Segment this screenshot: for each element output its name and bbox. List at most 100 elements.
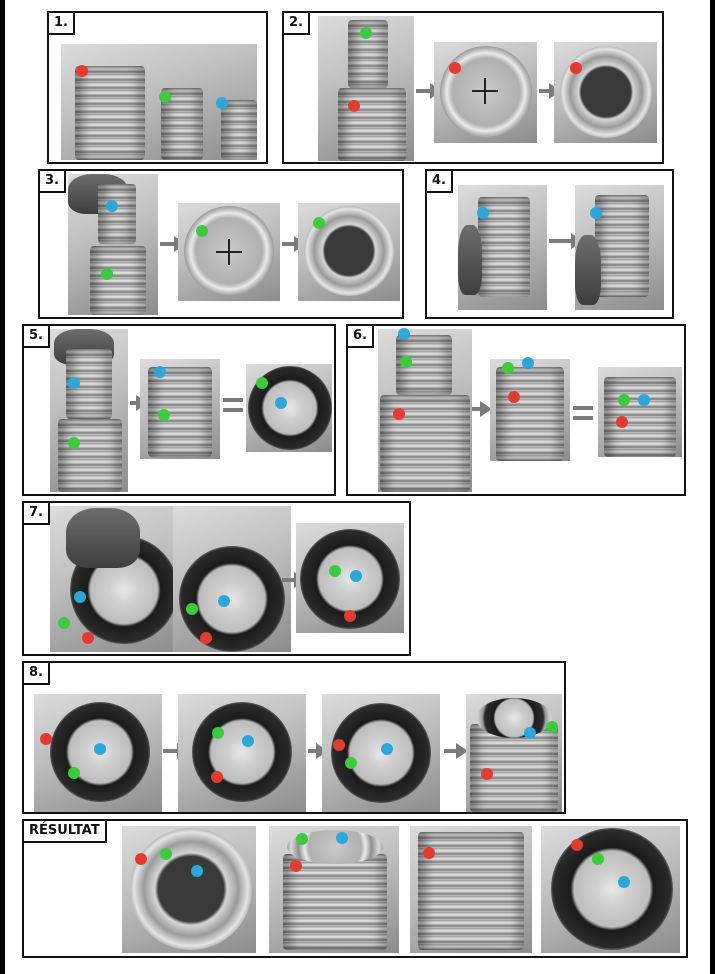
arrow-right-icon [472, 401, 492, 417]
marker-green [618, 394, 630, 406]
marker-green [159, 91, 171, 103]
burner-top-view [551, 828, 673, 950]
stove-side-view [418, 832, 524, 950]
small-can [221, 100, 257, 160]
marker-blue [590, 207, 602, 219]
marker-green [345, 757, 357, 769]
step-label: 1. [49, 13, 75, 35]
step-4-photo-holes [575, 185, 664, 310]
marker-green [160, 848, 172, 860]
step-label: 8. [24, 663, 50, 685]
marker-green [196, 225, 208, 237]
result-label: RÉSULTAT [24, 821, 107, 843]
step-5-photo-result [140, 359, 220, 459]
step-1-panel: 1. [47, 11, 268, 164]
marker-green [592, 853, 604, 865]
step-3-photo-lid [178, 203, 280, 301]
arrow-right-icon [130, 395, 148, 411]
step-6-panel: 6. [346, 324, 686, 496]
marker-blue [94, 743, 106, 755]
step-4-panel: 4. [425, 169, 674, 319]
marker-green [502, 362, 514, 374]
marker-red [508, 391, 520, 403]
step-8-panel: 8. [22, 661, 566, 814]
step-6-photo-result [490, 359, 570, 461]
result-photo-angle [269, 826, 399, 953]
result-photo-burner [541, 826, 680, 953]
marker-blue [477, 207, 489, 219]
arrow-right-icon [160, 236, 186, 252]
step-label: 6. [348, 326, 374, 348]
marker-red [76, 65, 88, 77]
step-5-photo-insert [50, 329, 128, 492]
marker-green [158, 409, 170, 421]
marker-red [449, 62, 461, 74]
marker-blue [68, 377, 80, 389]
small-can [98, 184, 136, 244]
page-edge-right [710, 0, 715, 974]
step-6-photo-top [598, 367, 682, 457]
step-label: 2. [284, 13, 310, 35]
result-photo-side [410, 826, 532, 953]
marker-green [546, 721, 558, 733]
marker-green [329, 565, 341, 577]
marker-red [40, 733, 52, 745]
marker-blue [638, 394, 650, 406]
arrow-right-icon [282, 572, 306, 588]
marker-blue [618, 876, 630, 888]
step-3-panel: 3. [38, 169, 404, 319]
step-8-photo-bend [178, 694, 306, 812]
step-3-photo-open [298, 203, 400, 301]
marker-blue [381, 743, 393, 755]
arrow-right-icon [444, 743, 468, 759]
marker-green [313, 217, 325, 229]
arrow-right-icon [308, 743, 328, 759]
arrow-right-icon [163, 743, 189, 759]
burner-top-view [476, 698, 552, 738]
arrow-right-icon [282, 236, 306, 252]
marker-green [360, 27, 372, 39]
open-can-top [560, 46, 652, 138]
step-7-panel: 7. [22, 501, 411, 656]
marker-blue [74, 591, 86, 603]
marker-red [200, 632, 212, 644]
burner-top-view [331, 703, 431, 803]
burner-top-view [179, 546, 285, 652]
marker-green [101, 268, 113, 280]
step-2-photo-open [554, 42, 657, 143]
marker-red [393, 408, 405, 420]
marker-blue [336, 832, 348, 844]
page-edge-left [0, 0, 5, 974]
marker-blue [216, 97, 228, 109]
step-8-photo-rim [322, 694, 440, 812]
cross-cut-icon [216, 239, 242, 265]
step-7-photo-assemble [50, 506, 183, 652]
stove-top-view [130, 828, 252, 950]
hand [575, 235, 601, 305]
marker-red [290, 860, 302, 872]
marker-green [58, 617, 70, 629]
result-panel: RÉSULTAT [22, 819, 688, 958]
arrow-right-icon [549, 233, 583, 249]
small-can-with-holes [595, 195, 649, 297]
marker-red [82, 632, 94, 644]
marker-blue [522, 357, 534, 369]
step-4-photo-can [458, 185, 547, 310]
burner-top-view [192, 702, 292, 802]
equals-icon [223, 398, 243, 412]
marker-red [571, 839, 583, 851]
marker-red [616, 416, 628, 428]
large-can [496, 367, 564, 461]
step-2-photo-lid [434, 42, 537, 143]
marker-red [211, 771, 223, 783]
marker-blue [350, 570, 362, 582]
marker-green [68, 437, 80, 449]
step-3-photo-stack [68, 174, 158, 315]
marker-green [68, 767, 80, 779]
step-label: 3. [40, 171, 66, 193]
marker-blue [218, 595, 230, 607]
step-label: 5. [24, 326, 50, 348]
marker-blue [242, 735, 254, 747]
marker-blue [398, 328, 410, 340]
result-photo-top [122, 826, 256, 953]
